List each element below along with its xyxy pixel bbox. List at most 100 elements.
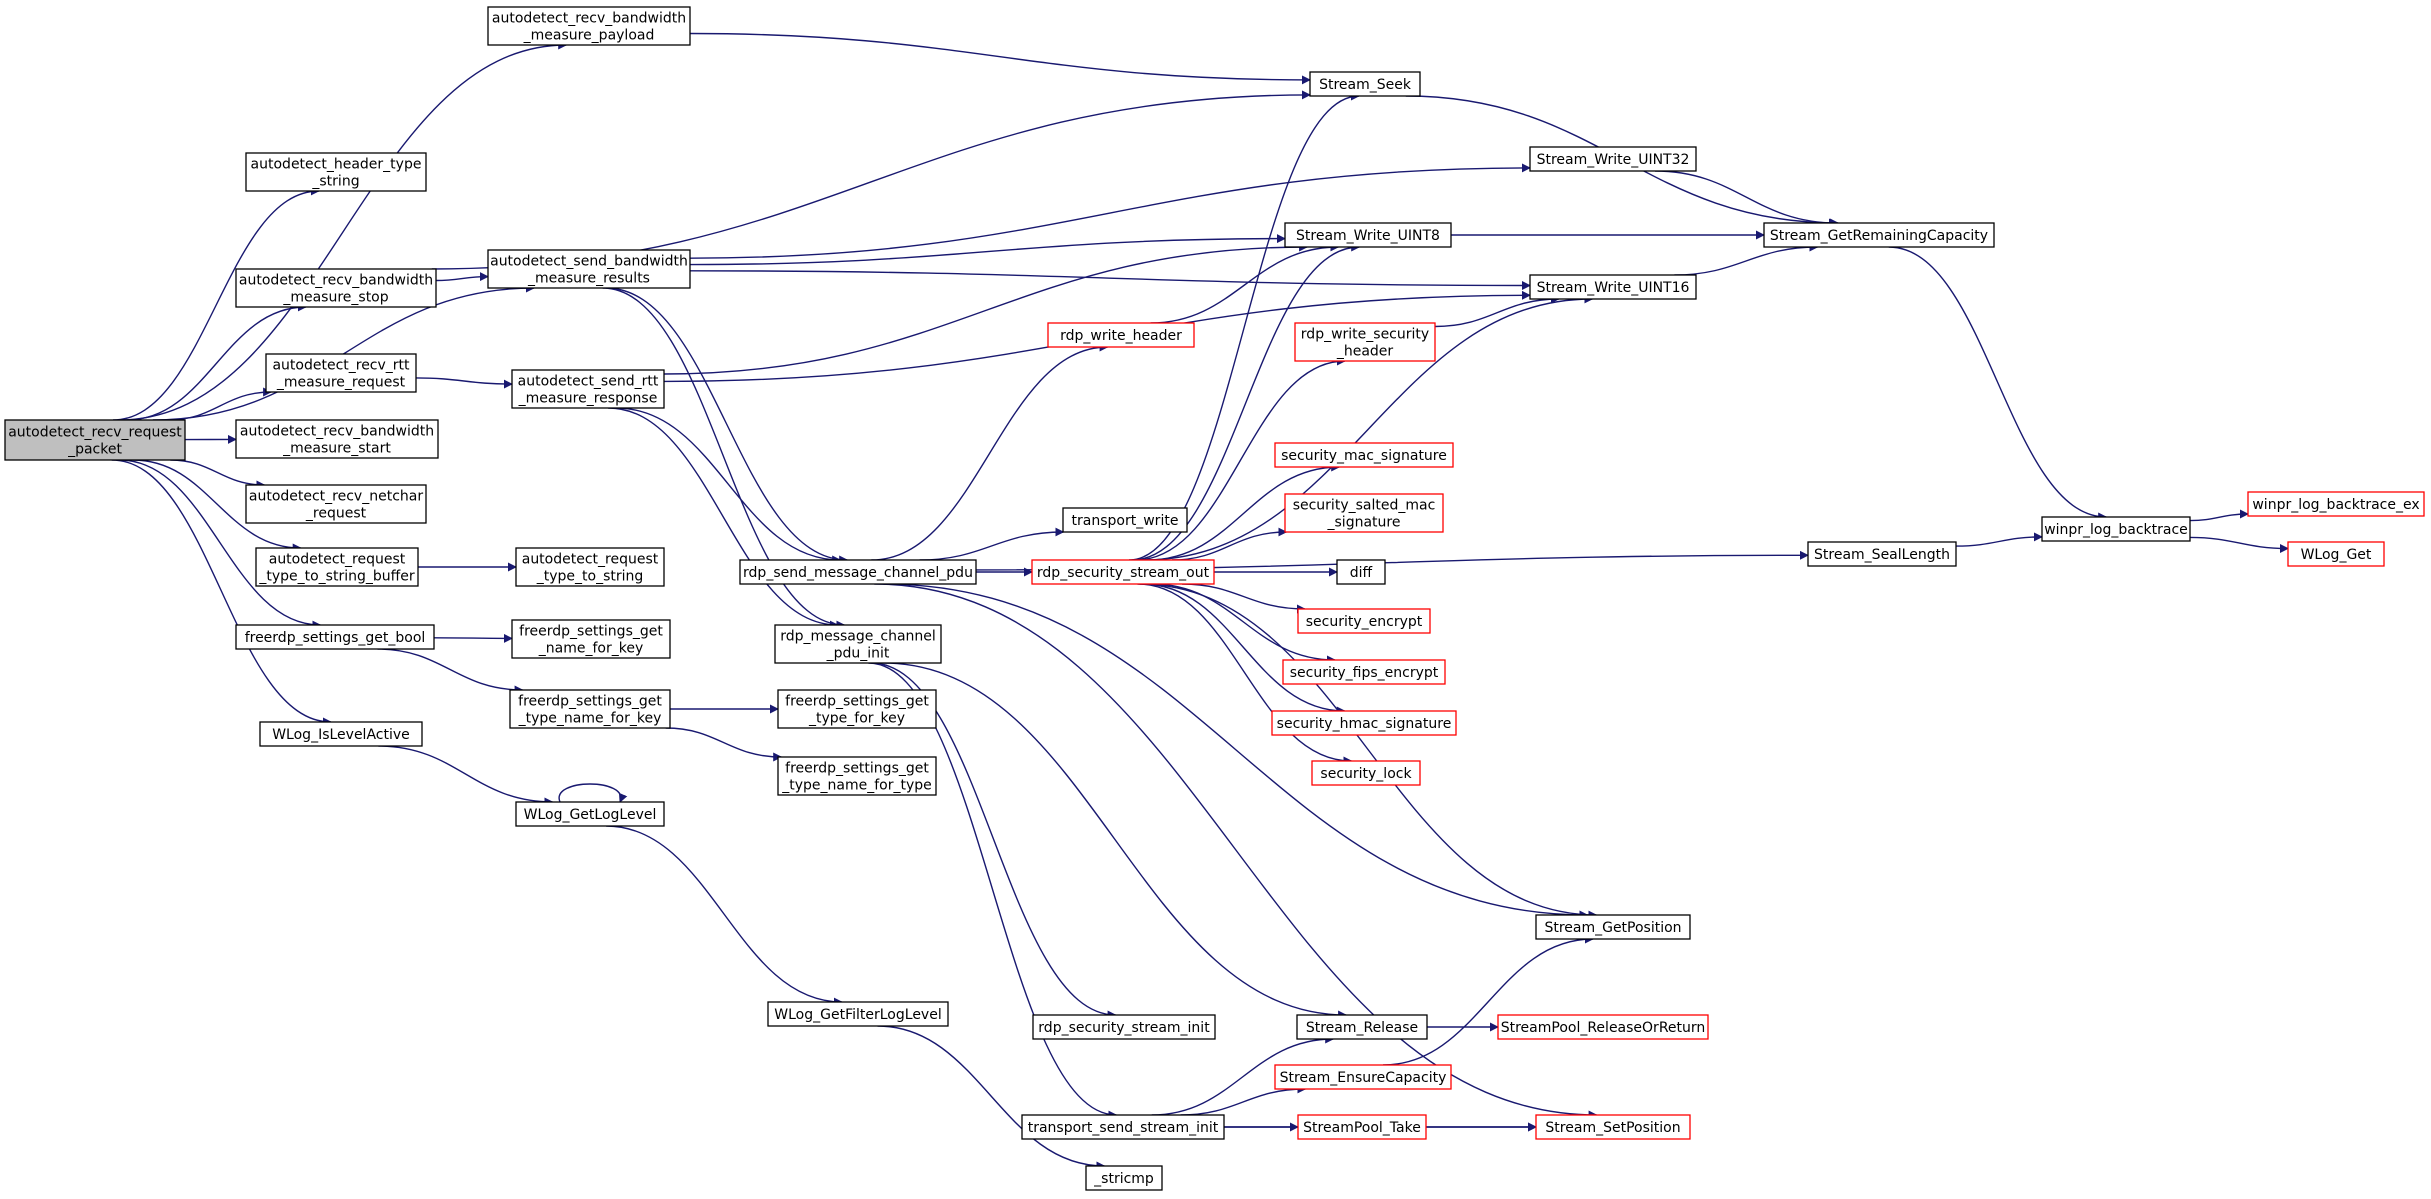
node-fs_type_key[interactable]: freerdp_settings_get_type_for_key [777, 689, 937, 729]
edge-root-to-rbm_payload [118, 40, 568, 421]
node-label-rbm_stop-0: autodetect_recv_bandwidth [239, 273, 433, 289]
node-box-wlog_getlevel [515, 801, 665, 827]
node-box-sec_salted [1284, 493, 1444, 533]
node-label-fs_type_key-1: _type_for_key [808, 711, 905, 727]
edge-fs_get_bool-to-fs_type_name_key [377, 648, 524, 695]
node-box-srtt_resp [511, 369, 665, 409]
node-s_rem_cap[interactable]: Stream_GetRemainingCapacity [1763, 222, 1995, 248]
node-sec_fips[interactable]: security_fips_encrypt [1282, 659, 1446, 685]
node-transport_ssi[interactable]: transport_send_stream_init [1021, 1114, 1225, 1140]
node-wlog_filter[interactable]: WLog_GetFilterLogLevel [767, 1001, 949, 1027]
node-fs_get_bool[interactable]: freerdp_settings_get_bool [235, 624, 435, 650]
node-label-winpr_bt-0: winpr_log_backtrace [2044, 522, 2188, 538]
edge-wlog_active-to-wlog_getlevel [378, 745, 554, 807]
edge-rdp_write_header-to-sw_u8 [1150, 242, 1340, 324]
node-label-wlog_getlevel-0: WLog_GetLogLevel [524, 807, 657, 823]
node-winpr_bt[interactable]: winpr_log_backtrace [2041, 516, 2191, 542]
node-header_type[interactable]: autodetect_header_type_string [245, 152, 427, 192]
node-rbm_payload[interactable]: autodetect_recv_bandwidth_measure_payloa… [487, 6, 691, 46]
node-label-wlog_get-0: WLog_Get [2301, 547, 2372, 563]
node-rdp_sec_init[interactable]: rdp_security_stream_init [1032, 1014, 1216, 1040]
node-netchar[interactable]: autodetect_recv_netchar_request [245, 484, 427, 524]
edge-rdp_sec_out-to-sec_encrypt [1181, 583, 1306, 614]
node-box-fs_type_name_key [509, 689, 671, 729]
node-s_seal[interactable]: Stream_SealLength [1807, 541, 1957, 567]
node-rdp_mcp_init[interactable]: rdp_message_channel_pdu_init [774, 624, 942, 664]
node-label-sbm_results-0: autodetect_send_bandwidth [490, 254, 688, 270]
node-wlog_get[interactable]: WLog_Get [2287, 541, 2385, 567]
edge-rdp_sec_out-to-sw_u8 [1131, 242, 1361, 561]
edge-transport_ssi-to-s_release [1151, 1034, 1335, 1116]
node-label-sec_mac-0: security_mac_signature [1281, 448, 1447, 464]
node-rbm_start[interactable]: autodetect_recv_bandwidth_measure_start [235, 419, 439, 459]
node-box-rbm_start [235, 419, 439, 459]
node-sw_u16[interactable]: Stream_Write_UINT16 [1529, 274, 1697, 300]
node-box-sp_take [1297, 1114, 1427, 1140]
node-winpr_bt_ex[interactable]: winpr_log_backtrace_ex [2247, 491, 2425, 517]
node-fs_name_key[interactable]: freerdp_settings_get_name_for_key [511, 619, 671, 659]
node-sbm_results[interactable]: autodetect_send_bandwidth_measure_result… [487, 249, 691, 289]
edge-rdp_send_mcp-to-rdp_write_header [871, 342, 1109, 561]
node-label-rdp_mcp_init-0: rdp_message_channel [780, 629, 936, 645]
node-rdp_sec_out[interactable]: rdp_security_stream_out [1031, 559, 1215, 585]
node-label-req_type_buf-0: autodetect_request [269, 552, 406, 568]
edge-sw_u16-to-s_rem_cap [1674, 242, 1819, 276]
node-box-sec_fips [1282, 659, 1446, 685]
node-diff[interactable]: diff [1336, 559, 1386, 585]
edge-srtt_resp-to-sw_u8 [663, 242, 1309, 375]
node-label-rdp_send_mcp-0: rdp_send_message_channel_pdu [743, 565, 973, 581]
node-sw_u32[interactable]: Stream_Write_UINT32 [1529, 146, 1697, 172]
node-box-transport_write [1062, 507, 1188, 533]
node-s_ensure[interactable]: Stream_EnsureCapacity [1274, 1064, 1452, 1090]
node-label-rdp_wsh-1: _header [1336, 344, 1394, 360]
node-sec_lock[interactable]: security_lock [1311, 760, 1421, 786]
node-sp_take[interactable]: StreamPool_Take [1297, 1114, 1427, 1140]
node-rrtt_req[interactable]: autodetect_recv_rtt_measure_request [265, 353, 417, 393]
node-label-fs_type_name_key-1: _type_name_for_key [518, 711, 662, 727]
node-fs_type_name_type[interactable]: freerdp_settings_get_type_name_for_type [777, 756, 937, 796]
node-wlog_active[interactable]: WLog_IsLevelActive [259, 721, 423, 747]
node-box-fs_type_name_type [777, 756, 937, 796]
node-label-sw_u8-0: Stream_Write_UINT8 [1296, 228, 1440, 244]
node-rdp_wsh[interactable]: rdp_write_security_header [1294, 322, 1436, 362]
node-wlog_getlevel[interactable]: WLog_GetLogLevel [515, 801, 665, 827]
edge-sw_u32-to-s_rem_cap [1654, 170, 1838, 228]
node-box-s_getpos [1535, 914, 1691, 940]
node-rbm_stop[interactable]: autodetect_recv_bandwidth_measure_stop [235, 268, 437, 308]
node-sw_u8[interactable]: Stream_Write_UINT8 [1284, 222, 1452, 248]
node-stricmp[interactable]: _stricmp [1085, 1165, 1163, 1191]
node-label-sw_u16-0: Stream_Write_UINT16 [1537, 280, 1690, 296]
edge-rbm_stop-to-sbm_results [435, 272, 489, 282]
node-s_setpos[interactable]: Stream_SetPosition [1535, 1114, 1691, 1140]
node-rdp_write_header[interactable]: rdp_write_header [1047, 322, 1195, 348]
edge-rdp_send_mcp-to-s_setpos [874, 583, 1598, 1120]
edge-rdp_wsh-to-sw_u16 [1434, 294, 1560, 328]
edge-wlog_filter-to-stricmp [877, 1025, 1106, 1171]
node-box-rdp_wsh [1294, 322, 1436, 362]
node-transport_write[interactable]: transport_write [1062, 507, 1188, 533]
node-s_release[interactable]: Stream_Release [1296, 1014, 1428, 1040]
node-sp_release[interactable]: StreamPool_ReleaseOrReturn [1497, 1014, 1709, 1040]
node-label-srtt_resp-1: _measure_response [518, 391, 658, 407]
node-box-winpr_bt [2041, 516, 2191, 542]
node-sec_mac[interactable]: security_mac_signature [1274, 442, 1454, 468]
node-sec_salted[interactable]: security_salted_mac_signature [1284, 493, 1444, 533]
node-fs_type_name_key[interactable]: freerdp_settings_get_type_name_for_key [509, 689, 671, 729]
node-box-rrtt_req [265, 353, 417, 393]
node-req_type[interactable]: autodetect_request_type_to_string [515, 547, 665, 587]
node-root[interactable]: autodetect_recv_request_packet [4, 419, 186, 461]
edge-root-to-req_type_buf [133, 459, 302, 553]
node-label-rdp_wsh-0: rdp_write_security [1301, 327, 1429, 343]
node-label-root-0: autodetect_recv_request [8, 425, 182, 441]
node-s_getpos[interactable]: Stream_GetPosition [1535, 914, 1691, 940]
node-box-fs_name_key [511, 619, 671, 659]
edge-rdp_sec_out-to-s_getpos [1139, 583, 1598, 920]
node-sec_hmac[interactable]: security_hmac_signature [1271, 710, 1457, 736]
node-rdp_send_mcp[interactable]: rdp_send_message_channel_pdu [739, 559, 977, 585]
node-srtt_resp[interactable]: autodetect_send_rtt_measure_response [511, 369, 665, 409]
node-label-netchar-1: _request [305, 506, 367, 522]
node-stream_seek[interactable]: Stream_Seek [1309, 71, 1421, 97]
node-sec_encrypt[interactable]: security_encrypt [1297, 608, 1431, 634]
node-req_type_buf[interactable]: autodetect_request_type_to_string_buffer [255, 547, 419, 587]
